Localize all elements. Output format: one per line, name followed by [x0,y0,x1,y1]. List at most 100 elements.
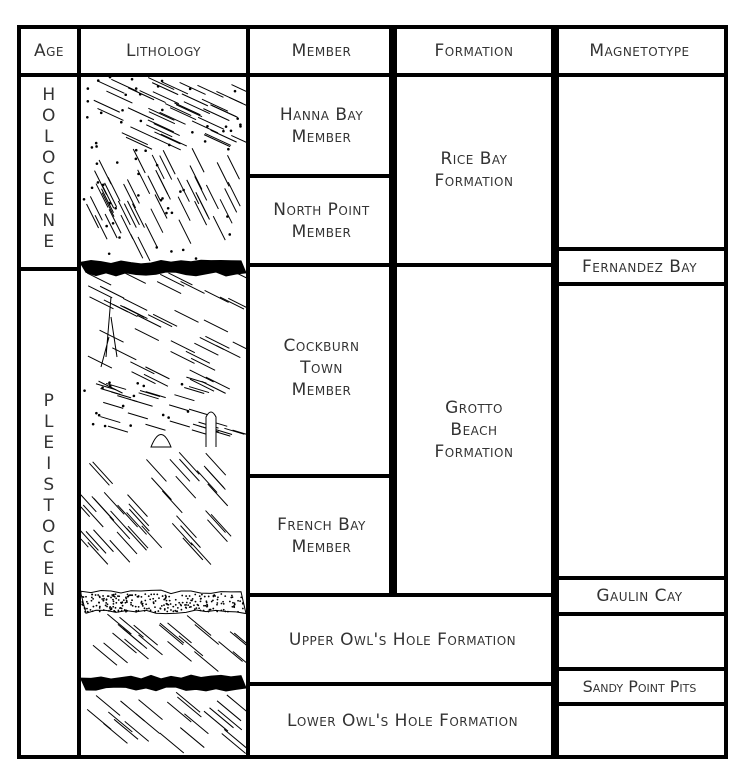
hatch-line [177,196,191,221]
conglomerate-grain [126,601,128,603]
hatch-line [113,718,139,740]
hatch-line [229,631,246,646]
magnetotype-blank-4 [551,702,728,759]
hatch-line [89,196,103,221]
hatch-line [203,319,229,333]
sand-dot [130,77,134,81]
sand-dot [160,79,164,83]
magnetotype-fernandez-bay: Fernandez Bay [551,247,728,286]
conglomerate-grain [106,603,109,606]
hatch-line [103,642,128,664]
conglomerate-grain [131,594,134,597]
conglomerate-grain [92,605,95,608]
conglomerate-grain [112,605,115,608]
conglomerate-grain [102,595,104,597]
hatch-line [112,632,137,654]
conglomerate-grain [180,608,183,611]
conglomerate-grain [220,602,223,605]
sand-dot [180,382,184,386]
conglomerate-grain [118,595,121,598]
hatch-line [121,132,149,146]
sand-dot [182,188,185,192]
hatch-line [168,404,190,412]
hatch-line [176,515,197,539]
hatch-line [161,490,183,514]
conglomerate-grain [114,606,117,609]
hatch-line [228,297,246,308]
conglomerate-grain [89,608,92,611]
conglomerate-grain [137,609,140,612]
member-hanna-bay: Hanna Bay Member [246,73,397,178]
hatch-line [104,213,118,239]
hatch-line [162,150,176,175]
hatch-line [205,376,231,390]
conglomerate-grain [86,602,89,605]
hatch-line [158,624,184,646]
conglomerate-grain [165,599,168,602]
sand-dot [167,416,170,419]
hatch-line [151,82,179,96]
hatch-line [229,97,246,106]
hatch-line [138,699,163,721]
hatch-line [89,296,114,310]
conglomerate-grain [152,602,155,605]
hatch-line [233,632,246,644]
conglomerate-grain [130,603,132,606]
conglomerate-grain [193,604,195,607]
hatch-line [207,519,228,543]
hatch-line [136,314,162,328]
conglomerate-grain [81,596,84,598]
sand-dot [159,198,163,202]
conglomerate-grain [115,597,118,600]
hatch-line [188,386,210,394]
hatch-line [154,131,181,145]
hatch-line [151,477,172,501]
hatch-line [203,710,229,732]
conglomerate-grain [184,606,187,609]
hatch-line [231,134,246,143]
conglomerate-grain [101,598,104,600]
hatch-line [99,285,125,299]
hatch-line [123,203,137,228]
hatch-line [194,342,219,356]
coral-fossil-icon [205,411,217,447]
hatch-line [212,215,226,241]
hatch-line [130,126,157,140]
hatch-line [179,727,205,748]
hatch-line [123,183,137,209]
conglomerate-grain [167,606,169,609]
conglomerate-grain [112,602,115,605]
sand-dot [136,381,140,385]
hatch-line [224,188,238,213]
conglomerate-grain [98,610,101,613]
hatch-line [190,357,216,371]
conglomerate-grain [216,598,219,601]
sand-dot [101,386,104,390]
hatch-line [226,694,246,712]
conglomerate-grain [161,595,164,597]
hatch-line [103,401,124,409]
sand-dot [161,197,164,200]
conglomerate-grain [187,604,190,606]
conglomerate-grain [94,594,97,596]
conglomerate-grain [134,605,137,608]
conglomerate-grain [190,599,193,602]
hatch-line [81,494,97,513]
conglomerate-grain [159,607,162,610]
conglomerate-grain [141,605,144,607]
hatch-line [150,208,164,233]
sand-dot [95,162,99,165]
hatch-line [170,351,195,364]
conglomerate-grain [186,597,189,600]
hatch-line [122,297,148,311]
conglomerate-grain [120,607,123,610]
conglomerate-grain [181,601,184,604]
hatch-line [153,123,180,137]
hatch-line [205,510,226,533]
conglomerate-grain [86,607,88,610]
header-age: Age [17,25,81,77]
hatch-line [185,350,211,364]
header-formation: Formation [389,25,559,77]
